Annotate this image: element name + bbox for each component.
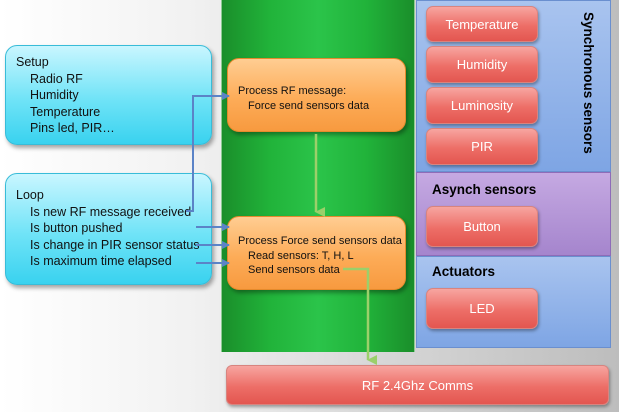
process-force-title: Process Force send sensors data [238, 235, 402, 247]
process-force-box: Process Force send sensors data Read sen… [227, 216, 406, 290]
setup-title: Setup [16, 55, 49, 69]
loop-title: Loop [16, 188, 44, 202]
loop-box: Loop Is new RF message received Is butto… [5, 173, 212, 285]
loop-item-max-time: Is maximum time elapsed [30, 254, 172, 268]
loop-item-rf-message: Is new RF message received [30, 204, 192, 219]
process-rf-item: Force send sensors data [248, 99, 370, 112]
process-rf-box: Process RF message: Force send sensors d… [227, 58, 406, 132]
synchronous-sensors-title: Synchronous sensors [581, 12, 596, 154]
setup-item-radio-rf: Radio RF [30, 71, 83, 86]
loop-item-pir-change: Is change in PIR sensor status [30, 237, 200, 252]
loop-item-button-pushed: Is button pushed [30, 221, 123, 235]
setup-item-pins: Pins led, PIR… [30, 121, 115, 135]
sensor-humidity: Humidity [426, 46, 538, 83]
process-force-item-read: Read sensors: T, H, L [248, 249, 354, 262]
actuator-led: LED [426, 288, 538, 329]
process-force-item-send: Send sensors data [248, 264, 340, 276]
actuators-title: Actuators [432, 264, 496, 279]
setup-box: Setup Radio RF Humidity Temperature Pins… [5, 45, 212, 145]
async-button: Button [426, 206, 538, 247]
asynch-sensors-title: Asynch sensors [432, 182, 537, 197]
process-rf-title: Process RF message: [238, 85, 347, 97]
setup-item-temperature: Temperature [30, 104, 101, 119]
sensor-pir: PIR [426, 128, 538, 165]
process-column [221, 0, 415, 352]
setup-item-humidity: Humidity [30, 88, 79, 102]
sensor-temperature: Temperature [426, 6, 538, 42]
sensor-luminosity: Luminosity [426, 87, 538, 124]
rf-comms-bar: RF 2.4Ghz Comms [226, 365, 609, 405]
